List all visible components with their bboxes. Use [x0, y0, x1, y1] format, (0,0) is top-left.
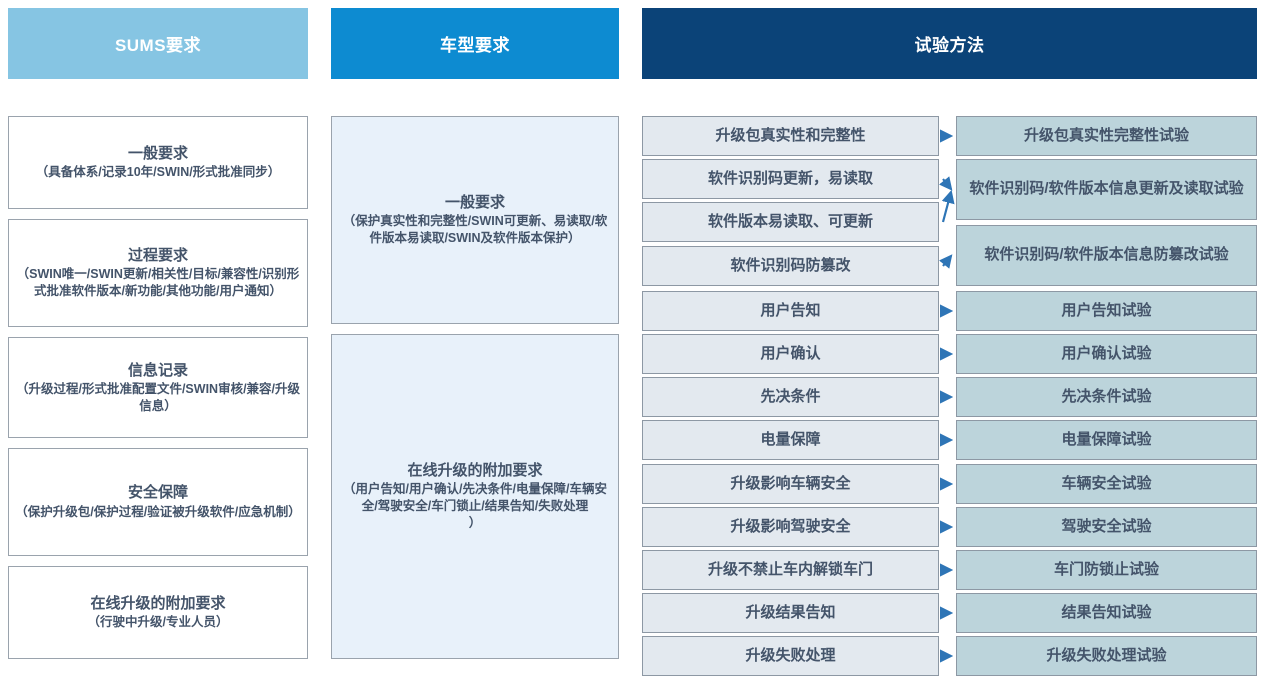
test-item-label: 软件识别码防篡改 [730, 256, 851, 274]
vehicle-requirement-detail: （保护真实性和完整性/SWIN可更新、易读取/软件版本易读取/SWIN及软件版本… [342, 214, 608, 246]
test-item-box: 软件识别码防篡改 [642, 246, 939, 286]
sums-requirement-title: 信息记录 [127, 361, 188, 379]
vehicle-requirement-box: 在线升级的附加要求 （用户告知/用户确认/先决条件/电量保障/车辆安全/驾驶安全… [331, 334, 619, 659]
test-method-label: 用户告知试验 [1061, 301, 1152, 319]
test-item-label: 电量保障 [760, 430, 821, 448]
test-method-label: 车门防锁止试验 [1053, 560, 1159, 578]
test-item-label: 升级影响车辆安全 [730, 474, 851, 492]
sums-requirement-box: 一般要求 （具备体系/记录10年/SWIN/形式批准同步） [8, 116, 308, 209]
test-method-box: 用户确认试验 [956, 334, 1257, 374]
sums-requirement-detail: （升级过程/形式批准配置文件/SWIN审核/兼容/升级信息） [15, 381, 301, 413]
sums-requirement-detail: （具备体系/记录10年/SWIN/形式批准同步） [35, 165, 281, 180]
test-item-label: 软件版本易读取、可更新 [707, 212, 873, 230]
sums-requirement-box: 在线升级的附加要求 （行驶中升级/专业人员） [8, 566, 308, 659]
test-method-box: 软件识别码/软件版本信息更新及读取试验 [956, 159, 1257, 220]
column-header-sums-label: SUMS要求 [114, 36, 202, 55]
vehicle-requirement-title: 在线升级的附加要求 [407, 462, 543, 480]
test-item-box: 软件识别码更新，易读取 [642, 159, 939, 199]
column-header-vehicle: 车型要求 [331, 8, 619, 79]
vehicle-requirement-box: 一般要求 （保护真实性和完整性/SWIN可更新、易读取/软件版本易读取/SWIN… [331, 116, 619, 324]
test-item-label: 先决条件 [760, 387, 821, 405]
arrow-icon [938, 254, 953, 269]
arrow-icon [941, 189, 955, 223]
test-method-label: 电量保障试验 [1061, 430, 1152, 448]
vehicle-requirement-detail: （用户告知/用户确认/先决条件/电量保障/车辆安全/驾驶安全/车门锁止/结果告知… [343, 482, 607, 531]
test-item-label: 用户告知 [760, 301, 821, 319]
test-item-box: 升级不禁止车内解锁车门 [642, 550, 939, 590]
test-method-box: 驾驶安全试验 [956, 507, 1257, 547]
test-item-label: 用户确认 [760, 344, 821, 362]
test-item-label: 升级失败处理 [745, 646, 836, 664]
test-method-box: 用户告知试验 [956, 291, 1257, 331]
test-item-box: 先决条件 [642, 377, 939, 417]
sums-requirement-detail: （保护升级包/保护过程/验证被升级软件/应急机制） [15, 504, 301, 519]
test-method-label: 升级失败处理试验 [1046, 646, 1167, 664]
sums-requirement-box: 信息记录 （升级过程/形式批准配置文件/SWIN审核/兼容/升级信息） [8, 337, 308, 438]
test-item-box: 升级失败处理 [642, 636, 939, 676]
test-item-box: 升级结果告知 [642, 593, 939, 633]
test-method-label: 先决条件试验 [1061, 387, 1152, 405]
test-method-box: 先决条件试验 [956, 377, 1257, 417]
sums-requirement-title: 一般要求 [127, 144, 188, 162]
sums-requirement-title: 安全保障 [127, 484, 188, 502]
test-item-label: 升级包真实性和完整性 [715, 126, 866, 144]
test-item-label: 升级影响驾驶安全 [730, 517, 851, 535]
test-method-box: 软件识别码/软件版本信息防篡改试验 [956, 225, 1257, 286]
column-header-vehicle-label: 车型要求 [440, 36, 510, 55]
test-item-label: 软件识别码更新，易读取 [707, 169, 873, 187]
column-header-test-label: 试验方法 [914, 36, 985, 55]
test-item-box: 用户确认 [642, 334, 939, 374]
test-method-box: 电量保障试验 [956, 420, 1257, 460]
test-method-label: 软件识别码/软件版本信息防篡改试验 [984, 246, 1229, 264]
test-method-box: 升级失败处理试验 [956, 636, 1257, 676]
test-item-box: 用户告知 [642, 291, 939, 331]
sums-requirement-box: 安全保障 （保护升级包/保护过程/验证被升级软件/应急机制） [8, 448, 308, 556]
sums-requirement-title: 在线升级的附加要求 [90, 594, 226, 612]
test-method-label: 结果告知试验 [1061, 603, 1152, 621]
sums-requirement-box: 过程要求 （SWIN唯一/SWIN更新/相关性/目标/兼容性/识别形式批准软件版… [8, 219, 308, 327]
test-item-box: 升级包真实性和完整性 [642, 116, 939, 156]
test-method-box: 车辆安全试验 [956, 464, 1257, 504]
test-item-label: 升级结果告知 [745, 603, 836, 621]
sums-requirement-detail: （行驶中升级/专业人员） [87, 615, 229, 630]
test-method-label: 软件识别码/软件版本信息更新及读取试验 [969, 180, 1244, 198]
column-header-test: 试验方法 [642, 8, 1257, 79]
sums-requirement-detail: （SWIN唯一/SWIN更新/相关性/目标/兼容性/识别形式批准软件版本/新功能… [16, 267, 300, 299]
test-item-box: 升级影响车辆安全 [642, 464, 939, 504]
column-header-sums: SUMS要求 [8, 8, 308, 79]
test-method-label: 车辆安全试验 [1061, 474, 1152, 492]
vehicle-requirement-title: 一般要求 [444, 194, 505, 211]
test-item-box: 升级影响驾驶安全 [642, 507, 939, 547]
test-method-label: 驾驶安全试验 [1061, 517, 1152, 535]
test-item-label: 升级不禁止车内解锁车门 [707, 560, 873, 578]
test-method-label: 升级包真实性完整性试验 [1023, 126, 1189, 144]
test-method-box: 升级包真实性完整性试验 [956, 116, 1257, 156]
sums-requirement-title: 过程要求 [127, 247, 188, 264]
test-item-box: 电量保障 [642, 420, 939, 460]
test-method-box: 结果告知试验 [956, 593, 1257, 633]
arrow-icon [938, 176, 953, 191]
test-item-box: 软件版本易读取、可更新 [642, 202, 939, 242]
test-method-box: 车门防锁止试验 [956, 550, 1257, 590]
test-method-label: 用户确认试验 [1061, 344, 1152, 362]
